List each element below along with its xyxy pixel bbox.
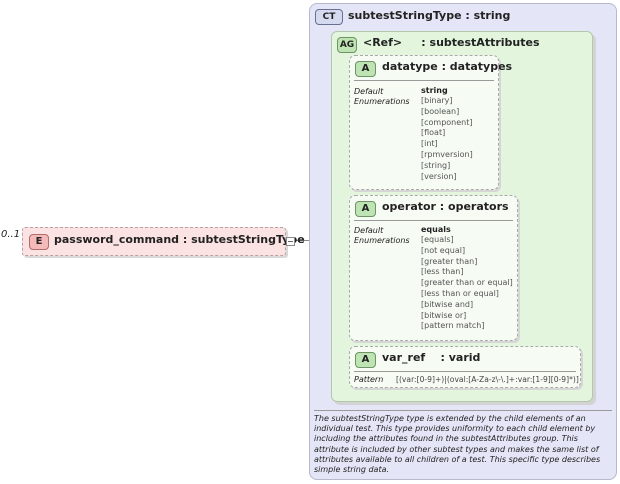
- enumeration-item: [greater than or equal]: [421, 278, 513, 288]
- enumeration-item: [boolean]: [421, 106, 460, 116]
- enumeration-item: [int]: [421, 139, 438, 149]
- complex-type-node[interactable]: CT subtestStringType : string AG <Ref> :…: [309, 3, 617, 480]
- element-badge: E: [29, 234, 49, 250]
- attribute-badge: A: [355, 61, 376, 77]
- complex-type-badge: CT: [315, 9, 343, 25]
- complex-type-title: subtestStringType : string: [348, 9, 511, 22]
- enumeration-item: [component]: [421, 117, 473, 127]
- enumeration-item: [string]: [421, 160, 451, 170]
- enumeration-item: [bitwise and]: [421, 299, 474, 309]
- pattern-label: Pattern: [354, 375, 384, 384]
- attribute-divider: [354, 80, 494, 81]
- attribute-title: var_ref : varid: [382, 351, 481, 364]
- element-node[interactable]: E password_command : subtestStringType: [22, 227, 305, 256]
- attribute-badge: A: [355, 352, 376, 368]
- attribute-datatype[interactable]: A datatype : datatypes Default string En…: [349, 55, 512, 190]
- attribute-var-ref[interactable]: A var_ref : varid Pattern [(var:[0-9]+)|…: [349, 346, 581, 388]
- connector-element-to-type: [293, 240, 309, 241]
- enumerations-label: Enumerations: [354, 97, 410, 106]
- attribute-badge: A: [355, 201, 376, 217]
- enumeration-item: [rpmversion]: [421, 150, 473, 159]
- default-label: Default: [354, 87, 384, 96]
- attribute-title: datatype : datatypes: [382, 60, 513, 73]
- default-label: Default: [354, 226, 384, 235]
- enumeration-item: [pattern match]: [421, 321, 485, 331]
- attribute-operator[interactable]: A operator : operators Default equals En…: [349, 195, 518, 341]
- attribute-divider: [354, 371, 576, 372]
- attribute-divider: [354, 220, 513, 221]
- default-value: string: [421, 86, 448, 95]
- enumeration-item: [less than or equal]: [421, 289, 499, 298]
- attribute-group-badge: AG: [337, 37, 357, 53]
- pattern-value: [(var:[0-9]+)|(oval:[A-Za-z\-\.]+:var:[1…: [396, 375, 579, 384]
- enumeration-item: [less than]: [421, 267, 464, 277]
- enumeration-item: [float]: [421, 128, 446, 138]
- enumeration-item: [greater than]: [421, 256, 478, 266]
- attribute-group-node[interactable]: AG <Ref> : subtestAttributes A datatype …: [331, 31, 593, 402]
- enumeration-item: [binary]: [421, 96, 453, 105]
- default-value: equals: [421, 225, 451, 234]
- occurrence-label: 0..1: [1, 229, 21, 240]
- description-divider: [314, 410, 612, 411]
- type-description: The subtestStringType type is extended b…: [314, 414, 601, 475]
- enumeration-item: [equals]: [421, 235, 454, 244]
- element-title: password_command : subtestStringType: [54, 233, 305, 246]
- collapse-toggle-icon[interactable]: [286, 237, 295, 246]
- enumeration-item: [bitwise or]: [421, 310, 467, 320]
- attribute-group-title: <Ref> : subtestAttributes: [363, 36, 540, 49]
- enumeration-item: [version]: [421, 171, 457, 181]
- attribute-title: operator : operators: [382, 200, 509, 213]
- enumeration-item: [not equal]: [421, 245, 466, 255]
- enumerations-label: Enumerations: [354, 236, 410, 245]
